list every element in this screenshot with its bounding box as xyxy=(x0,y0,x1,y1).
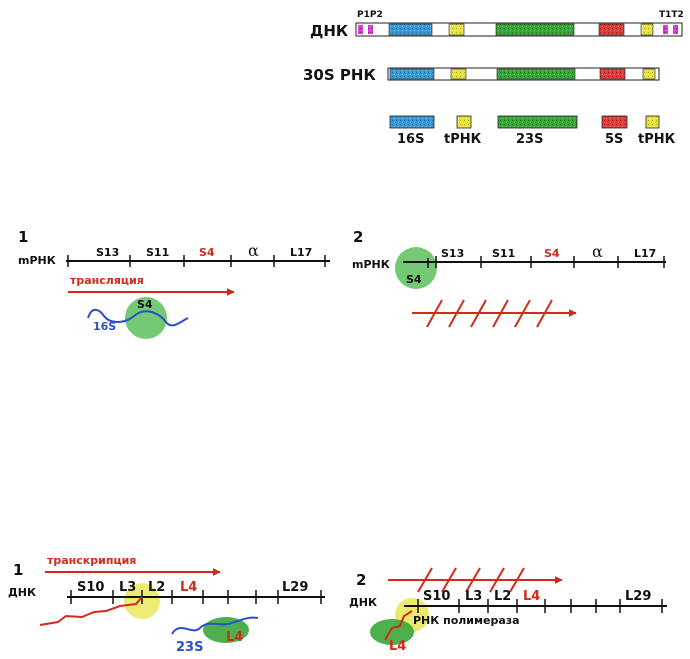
s4-protein-label: S4 xyxy=(137,298,153,311)
blocked-translation-arrow xyxy=(412,299,577,328)
mrna-label: mРНК xyxy=(352,258,390,271)
dna-line xyxy=(404,599,667,613)
rna-23s-label: 23S xyxy=(176,640,203,655)
promoter-label: P1P2 xyxy=(357,10,383,20)
product-5s-bar xyxy=(601,115,628,129)
mrna-line xyxy=(66,255,330,267)
gene-l4: L4 xyxy=(523,589,540,604)
gene-trna-2 xyxy=(640,23,654,36)
l4-protein-label: L4 xyxy=(226,630,243,645)
s4-protein-blob xyxy=(125,297,167,339)
gene-s13: S13 xyxy=(441,247,464,260)
dna-label: ДНК xyxy=(349,596,377,609)
gene-l29: L29 xyxy=(625,589,651,604)
terminator-t1 xyxy=(663,25,668,34)
dna-row-label: ДНК xyxy=(310,22,349,40)
gene-s11: S11 xyxy=(146,246,169,259)
translation-panel-2: 2 mРНК S13 S11 S4 α L17 S4 xyxy=(352,228,666,328)
rna-16s-label: 16S xyxy=(93,320,116,333)
gene-trna-1 xyxy=(448,23,465,36)
transcription-arrow-label: транскрипция xyxy=(47,554,136,567)
gene-16s xyxy=(388,23,433,36)
product-trna-label-1: tРНК xyxy=(444,132,482,147)
gene-5s xyxy=(598,23,625,36)
translation-arrow-label: трансляция xyxy=(70,274,144,287)
gene-l17: L17 xyxy=(634,247,656,260)
gene-l4: L4 xyxy=(180,580,197,595)
l4-protein-label: L4 xyxy=(389,639,406,654)
nascent-rna-strand xyxy=(384,610,413,641)
gene-l29: L29 xyxy=(282,580,308,595)
mrna-line xyxy=(403,256,666,268)
dna-line xyxy=(67,590,325,604)
gene-23s xyxy=(495,23,575,36)
promoter-p1 xyxy=(358,25,363,34)
translation-panel-1: 1 mРНК S13 S11 S4 α L17 трансляция S4 16… xyxy=(18,228,330,339)
rna30s-bar xyxy=(387,67,660,81)
gene-s11: S11 xyxy=(492,247,515,260)
product-23s-label: 23S xyxy=(516,132,543,147)
product-trna-bar-2 xyxy=(645,115,660,129)
gene-l17: L17 xyxy=(290,246,312,259)
product-23s-bar xyxy=(497,115,578,129)
dna-label: ДНК xyxy=(8,586,36,599)
gene-s4: S4 xyxy=(544,247,560,260)
rna-23s-strand xyxy=(171,616,259,635)
s4-protein-blob xyxy=(395,247,437,289)
rna30s-row-label: 30S РНК xyxy=(303,66,376,84)
product-trna-bar-1 xyxy=(456,115,472,129)
gene-s13: S13 xyxy=(96,246,119,259)
gene-alpha: α xyxy=(248,241,259,260)
gene-l2: L2 xyxy=(148,580,165,595)
polymerase-label: РНК полимераза xyxy=(413,614,520,627)
product-16s-bar xyxy=(389,115,435,129)
transcription-panel-2: 2 ДНК S10 L3 L2 L4 L29 РНК полимераза L4 xyxy=(349,567,667,654)
mrna-label: mРНК xyxy=(18,254,56,267)
s4-protein-label: S4 xyxy=(406,273,422,286)
transcription-panel-1: транскрипция 1 ДНК S10 L3 L2 L4 L29 L4 2… xyxy=(8,554,325,655)
gene-l2: L2 xyxy=(494,589,511,604)
nascent-rna-strand xyxy=(39,596,143,626)
terminator-label: T1T2 xyxy=(659,10,684,20)
gene-l3: L3 xyxy=(465,589,482,604)
gene-alpha: α xyxy=(592,242,603,261)
gene-s4: S4 xyxy=(199,246,215,259)
product-16s-label: 16S xyxy=(397,132,424,147)
panel-number: 2 xyxy=(356,571,366,589)
terminator-t2 xyxy=(673,25,678,34)
l4-protein-blob xyxy=(370,619,414,645)
rna-16s-strand xyxy=(87,308,189,327)
gene-l3: L3 xyxy=(119,580,136,595)
product-5s-label: 5S xyxy=(605,132,623,147)
panel-number: 1 xyxy=(18,228,28,246)
operon-section: P1P2 T1T2 ДНК 30S РНК xyxy=(303,10,684,147)
panel-number: 1 xyxy=(13,561,23,579)
product-trna-label-2: tРНК xyxy=(638,132,676,147)
panel-number: 2 xyxy=(353,228,363,246)
promoter-p2 xyxy=(368,25,373,34)
blocked-transcription-arrow xyxy=(388,567,563,593)
processed-products: 16S tРНК 23S 5S tРНК xyxy=(389,115,676,147)
dna-operon-bar xyxy=(355,22,683,37)
gene-s10: S10 xyxy=(423,589,450,604)
gene-s10: S10 xyxy=(77,580,104,595)
